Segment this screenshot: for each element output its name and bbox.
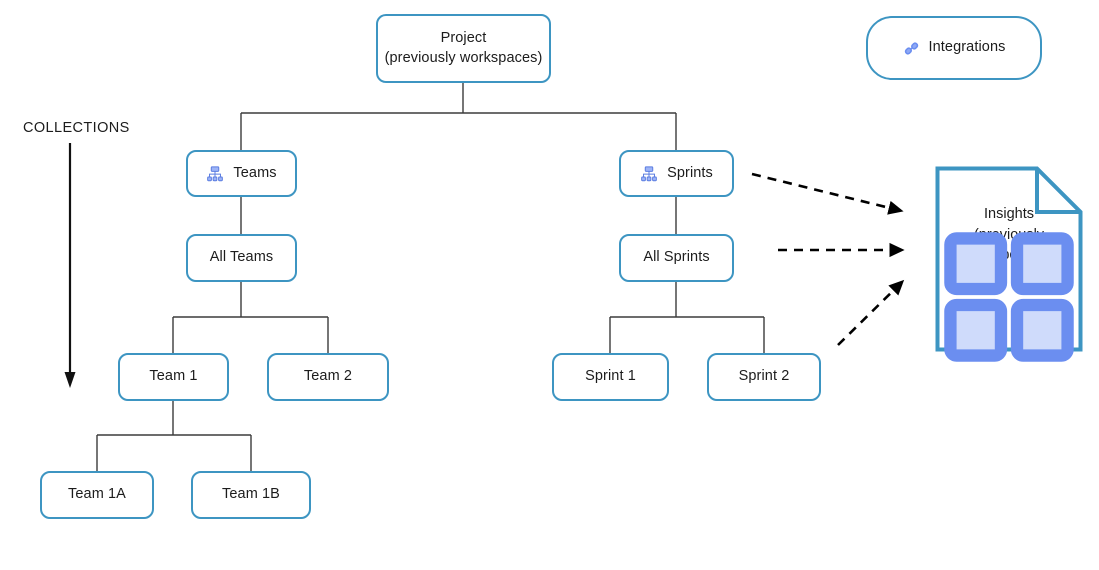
node-team-1a-label: Team 1A — [68, 486, 126, 503]
node-project[interactable]: Project (previously workspaces) — [376, 14, 551, 83]
collections-down-arrow — [64, 143, 76, 388]
node-team-2[interactable]: Team 2 — [267, 353, 389, 401]
node-sprint-2-label: Sprint 2 — [738, 368, 790, 385]
node-sprint-2[interactable]: Sprint 2 — [707, 353, 821, 401]
node-integrations[interactable]: Integrations — [866, 16, 1042, 80]
node-sprint-1[interactable]: Sprint 1 — [552, 353, 669, 401]
node-project-label: Project (previously workspaces) — [384, 30, 543, 66]
hierarchy-icon — [641, 165, 657, 181]
node-all-teams-label: All Teams — [209, 249, 274, 266]
node-team-2-label: Team 2 — [303, 368, 353, 385]
node-team-1b[interactable]: Team 1B — [191, 471, 311, 519]
insights-content: Insights (previously Dashboards) — [935, 204, 1083, 362]
node-team-1a[interactable]: Team 1A — [40, 471, 154, 519]
node-teams[interactable]: Teams — [186, 150, 297, 197]
node-teams-label: Teams — [233, 164, 277, 181]
node-insights[interactable]: Insights (previously Dashboards) — [935, 166, 1083, 362]
edge-sprint2-to-insights — [837, 279, 905, 346]
grid-4-icon — [944, 232, 1074, 362]
node-integrations-label: Integrations — [928, 39, 1006, 56]
edge-sprints-to-insights — [751, 172, 904, 215]
node-team-1[interactable]: Team 1 — [118, 353, 229, 401]
node-all-teams[interactable]: All Teams — [186, 234, 297, 282]
collections-label: COLLECTIONS — [23, 120, 130, 136]
node-team-1b-label: Team 1B — [222, 486, 280, 503]
node-team-1-label: Team 1 — [149, 368, 198, 385]
node-sprints-label: Sprints — [667, 164, 713, 181]
node-sprints[interactable]: Sprints — [619, 150, 734, 197]
node-all-sprints[interactable]: All Sprints — [619, 234, 734, 282]
hierarchy-icon — [207, 165, 224, 181]
node-sprint-1-label: Sprint 1 — [585, 368, 636, 385]
node-all-sprints-label: All Sprints — [643, 249, 710, 266]
link-icon — [904, 42, 918, 54]
